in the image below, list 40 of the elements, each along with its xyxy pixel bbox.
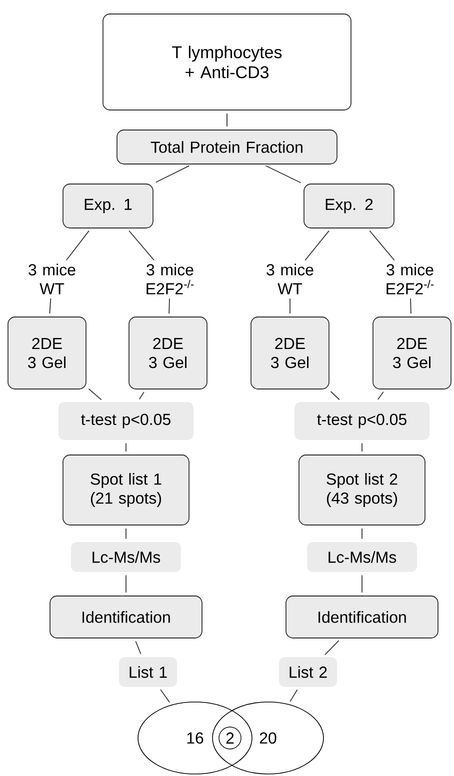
group-label: 3 mice E2F2$^{-/-}$ bbox=[386, 264, 434, 294]
process-box: T lymphocytes + Anti-CD3 bbox=[102, 14, 352, 110]
step-label: List 1 bbox=[119, 657, 177, 687]
connector-line bbox=[135, 640, 142, 654]
process-box: Spot list 2 (43 spots) bbox=[298, 454, 426, 526]
connector-line bbox=[88, 388, 102, 400]
process-box: 2DE 3 Gel bbox=[8, 316, 86, 390]
process-box: Exp. 2 bbox=[304, 184, 394, 228]
process-box: 2DE 3 Gel bbox=[250, 316, 330, 390]
connector-line bbox=[49, 298, 52, 314]
connector-line bbox=[226, 113, 228, 127]
connector-line bbox=[128, 230, 154, 261]
process-box: Identification bbox=[286, 596, 438, 638]
connector-line bbox=[265, 165, 302, 184]
process-box: 2DE 3 Gel bbox=[128, 316, 208, 390]
process-box: Spot list 1 (21 spots) bbox=[62, 454, 190, 526]
process-box: Exp. 1 bbox=[62, 184, 154, 228]
connector-line bbox=[160, 689, 170, 703]
connector-line bbox=[369, 230, 395, 261]
connector-line bbox=[168, 298, 170, 314]
connector-line bbox=[410, 298, 412, 314]
connector-line bbox=[304, 230, 330, 261]
connector-line bbox=[66, 230, 90, 261]
group-label: 3 mice WT bbox=[266, 264, 314, 294]
connector-line bbox=[330, 391, 340, 400]
group-label: 3 mice E2F2$^{-/-}$ bbox=[146, 264, 194, 294]
step-label: List 2 bbox=[279, 657, 337, 687]
step-label: Lc-Ms/Ms bbox=[307, 542, 417, 572]
connector-line bbox=[290, 689, 298, 702]
group-label: 3 mice WT bbox=[28, 264, 76, 294]
process-box: Total Protein Fraction bbox=[116, 130, 338, 164]
connector-line bbox=[324, 640, 340, 656]
process-box: 2DE 3 Gel bbox=[372, 316, 452, 390]
connector-line bbox=[155, 165, 190, 183]
step-label: Lc-Ms/Ms bbox=[71, 542, 181, 572]
step-label: t-test p<0.05 bbox=[294, 402, 430, 440]
connector-line bbox=[138, 392, 144, 400]
process-box: Identification bbox=[50, 596, 202, 638]
connector-line bbox=[377, 391, 384, 400]
step-label: t-test p<0.05 bbox=[58, 402, 194, 440]
